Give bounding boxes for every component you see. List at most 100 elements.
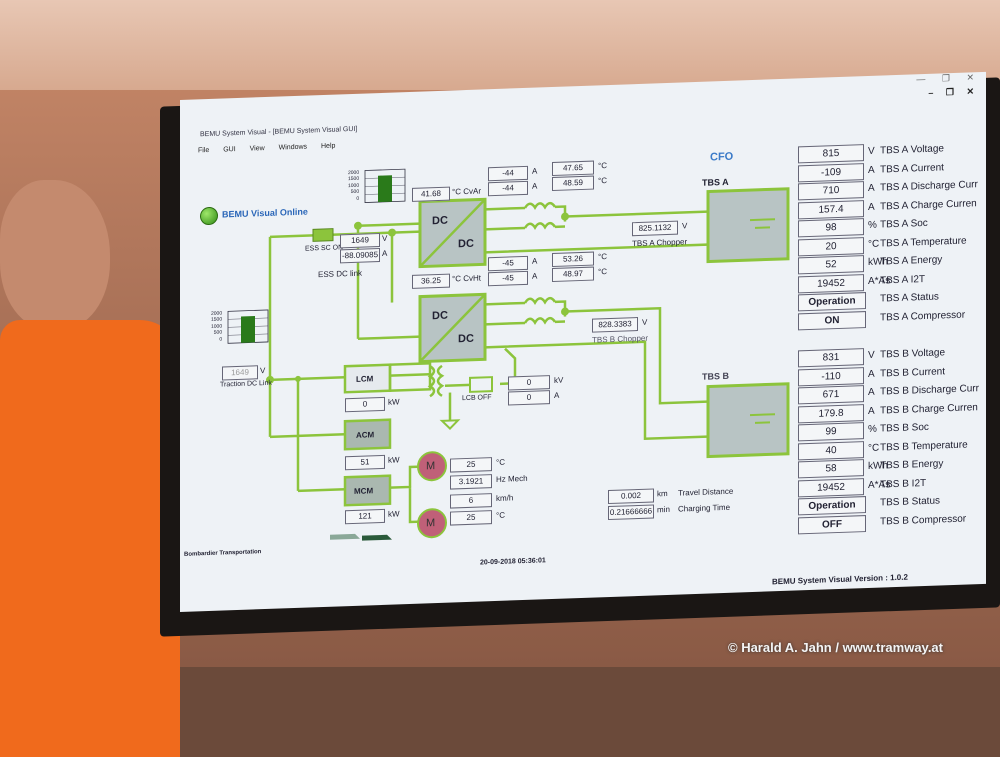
tbs-field-label: TBS B I2T (880, 477, 927, 491)
traction-voltage-field: 1649 (222, 365, 258, 381)
power-diagram (227, 168, 790, 541)
motor-2-icon (417, 508, 447, 539)
unit: km/h (496, 493, 514, 503)
unit: °C (598, 176, 607, 186)
tbs-field-label: TBS B Soc (880, 421, 929, 435)
tbs-field-label: TBS A Energy (880, 254, 943, 268)
junction-dot (388, 228, 396, 237)
unit: A (532, 166, 538, 176)
tbs-value-field: 99 (798, 422, 864, 442)
tbs-value-field: Operation (798, 292, 866, 312)
bar-fill (241, 315, 255, 343)
junction-dot (266, 375, 274, 384)
train-icon (330, 533, 360, 540)
train-icon (362, 534, 392, 541)
tbs-value-field: 179.8 (798, 403, 864, 423)
mcm-module (343, 474, 392, 507)
cva-temp-2: 48.59 (552, 175, 594, 192)
label: °C CvAr (452, 186, 481, 197)
transformer-coil-1 (427, 365, 436, 398)
tbs-value-field: Operation (798, 496, 866, 516)
safety-vest (0, 320, 180, 757)
watermark: © Harald A. Jahn / www.tramway.at (728, 640, 943, 655)
unit: A (868, 405, 875, 417)
coil-b1 (523, 296, 557, 305)
tbs-field-label: TBS B Status (880, 495, 941, 509)
unit: °C (496, 510, 505, 520)
ess-voltage-field: 1649 (340, 233, 380, 249)
tbs-field-label: TBS A Status (880, 291, 939, 305)
tbs-value-field: 52 (798, 255, 864, 275)
unit: A (868, 386, 875, 398)
tbs-value-field: 831 (798, 348, 864, 368)
chopper-a-field: 825.1132 (632, 220, 678, 237)
cva-current-2: -44 (488, 180, 528, 197)
unit: V (382, 233, 388, 243)
tbs-value-field: 671 (798, 385, 864, 405)
motor-temp-2: 25 (450, 510, 492, 526)
acm-power-field: 51 (345, 454, 385, 471)
conv-b-in (358, 335, 420, 341)
tbs-value-field: ON (798, 310, 866, 330)
tbs-field-label: TBS A Voltage (880, 143, 944, 157)
dc-label: DC (458, 237, 474, 251)
cva-current-1: -44 (488, 165, 528, 182)
left-bar-ticks: 2000 1500 1000 500 0 (211, 311, 222, 343)
tbs-value-field: 40 (798, 440, 864, 460)
person-head (0, 180, 110, 330)
lcb-amp-field: 0 (508, 390, 550, 406)
dc-label: DC (458, 332, 474, 346)
top-bar-ticks: 2000 1500 1000 500 0 (348, 170, 359, 202)
tick-label: 0 (219, 336, 223, 343)
mcm-label: MCM (354, 486, 374, 496)
tbs-value-field: 710 (798, 181, 864, 201)
lcm-power-field: 0 (345, 396, 385, 413)
ceiling (0, 0, 1000, 90)
ess-sc-label: ESS SC ON (305, 244, 344, 253)
unit: °C (496, 457, 505, 467)
tbs-field-label: TBS A I2T (880, 273, 926, 287)
tbs-field-label: TBS B Current (880, 365, 946, 380)
ground-icon (439, 419, 461, 430)
unit: kW (388, 455, 400, 465)
tbs-value-field: 58 (798, 459, 864, 479)
tick-label: 0 (356, 195, 360, 202)
cva-temp-1: 47.65 (552, 160, 594, 177)
unit: A (868, 182, 875, 194)
tbs-value-field: -109 (798, 162, 864, 182)
unit: kV (554, 375, 564, 385)
unit: A (532, 256, 538, 266)
tbs-value-field: -110 (798, 366, 864, 386)
cva-temp-field: 41.68 (412, 186, 450, 202)
lcm-label: LCM (356, 374, 374, 384)
lcb-line (445, 347, 517, 387)
junction-dot (295, 375, 301, 382)
feeders (270, 375, 345, 493)
mcm-power-field: 121 (345, 508, 385, 525)
bar-fill (378, 175, 392, 203)
unit: V (868, 145, 875, 157)
tbs-value-field: 815 (798, 144, 864, 164)
unit: A (868, 201, 875, 213)
transformer-coil-2 (436, 364, 445, 397)
cvb-current-2: -45 (488, 270, 528, 287)
unit: V (260, 366, 266, 376)
junction-dot (561, 307, 569, 316)
ess-current-field: -88.09085 (340, 248, 380, 264)
coil-a2 (523, 221, 557, 230)
cvb-temp-1: 53.26 (552, 251, 594, 268)
unit: °C (868, 238, 880, 250)
unit: min (657, 504, 670, 515)
junction-dot (561, 212, 569, 221)
tbs-field-label: TBS B Energy (880, 458, 944, 472)
tbs-field-label: TBS B Voltage (880, 347, 946, 361)
unit: V (868, 349, 875, 361)
lcm-out (390, 373, 430, 377)
unit: °C (598, 252, 607, 262)
unit: A (532, 181, 538, 191)
unit: kW (388, 509, 400, 519)
tbs-b-label: TBS B (702, 370, 729, 382)
chopper-a-label: TBS A Chopper (632, 237, 688, 249)
motor-speed: 6 (450, 493, 492, 509)
ess-sc-switch-icon (312, 228, 334, 242)
